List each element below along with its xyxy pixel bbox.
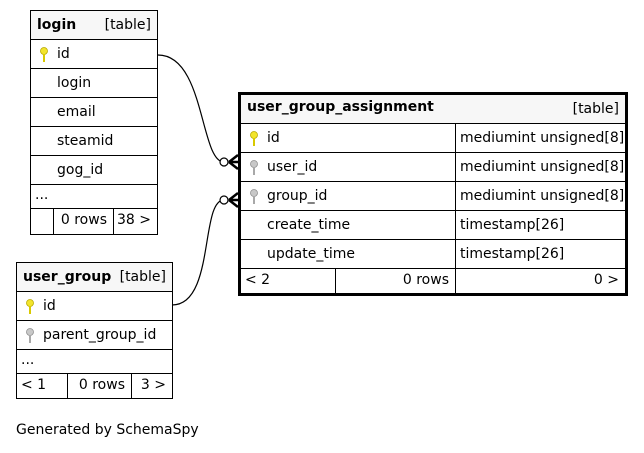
zero-or-more-marker-user-id xyxy=(219,157,229,167)
column-row: login xyxy=(31,69,157,98)
crowfoot-group-id xyxy=(228,192,239,208)
footer-children: 3 > xyxy=(131,374,172,398)
user-group-assignment-table[interactable]: user_group_assignment [table] id mediumi… xyxy=(238,92,628,296)
column-name: user_id xyxy=(267,159,318,175)
footer-row-count: 0 rows xyxy=(67,374,131,398)
connector-user-group-to-group-id xyxy=(171,199,225,306)
footer-parents xyxy=(31,209,53,234)
primary-key-icon xyxy=(250,131,258,146)
table-name: user_group_assignment xyxy=(247,99,434,115)
column-row: id xyxy=(17,292,172,321)
user-group-table-header: user_group [table] xyxy=(17,263,172,292)
column-row: gog_id xyxy=(31,156,157,185)
column-type: timestamp[26] xyxy=(455,240,625,268)
more-columns-row: ... xyxy=(17,350,172,374)
footer-row-count: 0 rows xyxy=(335,269,455,293)
zero-or-more-marker-group-id xyxy=(219,195,229,205)
login-table-header: login [table] xyxy=(31,11,157,40)
user-group-table[interactable]: user_group [table] id parent_group_id ..… xyxy=(16,262,173,399)
column-name: email xyxy=(57,104,96,120)
primary-key-icon xyxy=(26,299,34,314)
table-name: login xyxy=(37,17,77,33)
table-kind: [table] xyxy=(572,101,619,117)
column-type: mediumint unsigned[8] xyxy=(455,153,625,181)
column-row: parent_group_id xyxy=(17,321,172,350)
column-name: gog_id xyxy=(57,162,104,178)
foreign-key-icon xyxy=(250,160,258,175)
table-kind: [table] xyxy=(104,17,151,33)
login-table[interactable]: login [table] id login email steamid gog… xyxy=(30,10,158,235)
column-row: create_time timestamp[26] xyxy=(241,211,625,240)
more-columns-ellipsis: ... xyxy=(35,187,49,203)
foreign-key-icon xyxy=(250,189,258,204)
column-row: update_time timestamp[26] xyxy=(241,240,625,269)
column-name: id xyxy=(267,130,280,146)
column-name: create_time xyxy=(267,217,351,233)
footer-parents: < 2 xyxy=(245,272,271,288)
column-name: id xyxy=(43,298,56,314)
column-row: id xyxy=(31,40,157,69)
primary-key-icon xyxy=(40,47,48,62)
column-row: id mediumint unsigned[8] xyxy=(241,124,625,153)
footer-children: 38 > xyxy=(113,209,157,234)
more-columns-ellipsis: ... xyxy=(21,352,35,368)
column-type: timestamp[26] xyxy=(455,211,625,239)
generated-by-footer: Generated by SchemaSpy xyxy=(16,422,199,438)
crowfoot-user-id xyxy=(228,154,239,170)
column-name: steamid xyxy=(57,133,114,149)
column-row: email xyxy=(31,98,157,127)
footer-children: 0 > xyxy=(455,269,625,293)
column-name: parent_group_id xyxy=(43,327,157,343)
column-name: group_id xyxy=(267,188,328,204)
column-name: update_time xyxy=(267,246,355,262)
table-footer: 0 rows 38 > xyxy=(31,209,157,234)
column-name: login xyxy=(57,75,92,91)
connector-login-to-user-id xyxy=(157,54,225,163)
column-row: user_id mediumint unsigned[8] xyxy=(241,153,625,182)
column-row: group_id mediumint unsigned[8] xyxy=(241,182,625,211)
footer-row-count: 0 rows xyxy=(53,209,113,234)
table-kind: [table] xyxy=(119,269,166,285)
column-type: mediumint unsigned[8] xyxy=(455,124,625,152)
table-name: user_group xyxy=(23,269,112,285)
table-footer: < 2 0 rows 0 > xyxy=(241,269,625,293)
table-footer: < 1 0 rows 3 > xyxy=(17,374,172,398)
column-name: id xyxy=(57,46,70,62)
column-type: mediumint unsigned[8] xyxy=(455,182,625,210)
footer-parents: < 1 xyxy=(21,377,47,393)
more-columns-row: ... xyxy=(31,185,157,209)
foreign-key-icon xyxy=(26,328,34,343)
column-row: steamid xyxy=(31,127,157,156)
user-group-assignment-table-header: user_group_assignment [table] xyxy=(241,95,625,124)
